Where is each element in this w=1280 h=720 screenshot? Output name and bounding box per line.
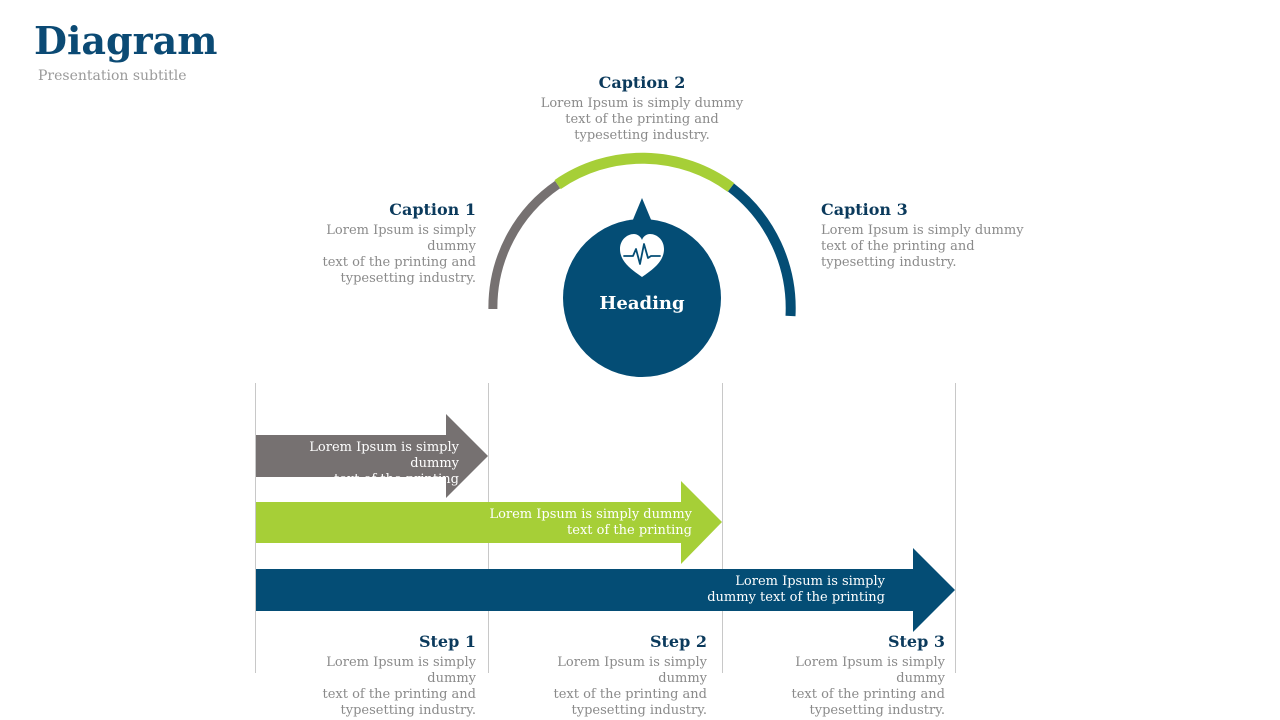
page-title: Diagram <box>34 18 218 63</box>
step-3-line-1: Lorem Ipsum is simply dummy <box>795 655 945 686</box>
arrow-3-line-1: Lorem Ipsum is simply <box>735 574 885 589</box>
step-2-line-1: Lorem Ipsum is simply dummy <box>557 655 707 686</box>
arrow-1-text: Lorem Ipsum is simply dummy text of the … <box>262 440 459 488</box>
caption-1-line-2: text of the printing and <box>322 255 476 270</box>
arrow-2 <box>256 481 722 564</box>
step-1: Step 1 Lorem Ipsum is simply dummy text … <box>276 632 476 719</box>
step-2-line-3: typesetting industry. <box>571 703 707 718</box>
page-subtitle: Presentation subtitle <box>38 68 187 84</box>
arrow-1-line-2: text of the printing <box>334 472 459 487</box>
caption-2-title: Caption 2 <box>598 73 686 92</box>
step-3-line-2: text of the printing and <box>791 687 945 702</box>
caption-1-text: Lorem Ipsum is simply dummy text of the … <box>276 223 476 287</box>
caption-2-line-2: text of the printing and <box>565 112 719 127</box>
caption-2-line-1: Lorem Ipsum is simply dummy <box>540 96 744 111</box>
center-heading: Heading <box>599 293 685 314</box>
step-2-text: Lorem Ipsum is simply dummy text of the … <box>507 655 707 719</box>
step-1-line-1: Lorem Ipsum is simply dummy <box>326 655 476 686</box>
circle-pointer <box>632 198 652 222</box>
guide-line-1 <box>255 383 256 673</box>
step-2-line-2: text of the printing and <box>553 687 707 702</box>
caption-3-line-2: text of the printing and <box>821 239 975 254</box>
caption-1-title: Caption 1 <box>389 200 476 219</box>
arc-segment-green <box>554 152 735 192</box>
caption-2-text: Lorem Ipsum is simply dummy text of the … <box>532 96 752 144</box>
step-1-line-2: text of the printing and <box>322 687 476 702</box>
heart-pulse-icon <box>620 234 664 277</box>
arrow-2-text: Lorem Ipsum is simply dummy text of the … <box>482 507 692 539</box>
arrow-1 <box>256 414 488 498</box>
arrow-3-line-2: dummy text of the printing <box>707 590 885 605</box>
step-3-title: Step 3 <box>887 632 945 651</box>
caption-1: Caption 1 Lorem Ipsum is simply dummy te… <box>276 200 476 287</box>
step-3-line-3: typesetting industry. <box>809 703 945 718</box>
step-3-text: Lorem Ipsum is simply dummy text of the … <box>745 655 945 719</box>
caption-1-line-1: Lorem Ipsum is simply dummy <box>326 223 476 254</box>
arc-segment-gray <box>488 180 561 310</box>
caption-3-line-1: Lorem Ipsum is simply dummy <box>821 223 1024 238</box>
step-1-title: Step 1 <box>418 632 476 651</box>
guide-line-3 <box>722 383 723 673</box>
arc-segment-navy <box>727 183 796 317</box>
step-1-line-3: typesetting industry. <box>340 703 476 718</box>
caption-2-line-3: typesetting industry. <box>574 128 710 143</box>
guide-line-4 <box>955 383 956 673</box>
step-2: Step 2 Lorem Ipsum is simply dummy text … <box>507 632 707 719</box>
caption-1-line-3: typesetting industry. <box>340 271 476 286</box>
step-3: Step 3 Lorem Ipsum is simply dummy text … <box>745 632 945 719</box>
arrow-1-line-1: Lorem Ipsum is simply dummy <box>309 440 459 471</box>
heading-circle <box>563 219 721 377</box>
caption-3-line-3: typesetting industry. <box>821 255 957 270</box>
arrow-3-text: Lorem Ipsum is simply dummy text of the … <box>690 574 885 606</box>
arrow-2-line-2: text of the printing <box>567 523 692 538</box>
arrow-3 <box>256 548 955 632</box>
caption-2: Caption 2 Lorem Ipsum is simply dummy te… <box>532 73 752 144</box>
arrow-2-line-1: Lorem Ipsum is simply dummy <box>489 507 692 522</box>
step-2-title: Step 2 <box>649 632 707 651</box>
step-1-text: Lorem Ipsum is simply dummy text of the … <box>276 655 476 719</box>
caption-3: Caption 3 Lorem Ipsum is simply dummy te… <box>821 200 1031 271</box>
caption-3-text: Lorem Ipsum is simply dummy text of the … <box>821 223 1031 271</box>
caption-3-title: Caption 3 <box>821 200 908 219</box>
